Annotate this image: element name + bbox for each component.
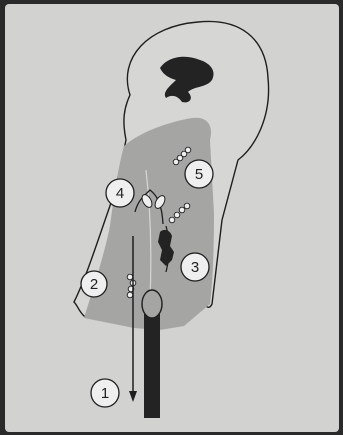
callout-5-label: 5	[195, 166, 203, 183]
callout-1: 1	[91, 379, 119, 407]
tube-cap	[142, 290, 162, 318]
callout-2: 2	[81, 271, 107, 297]
callout-3: 3	[181, 253, 209, 281]
callout-1-label: 1	[101, 385, 109, 402]
callout-4-label: 4	[116, 185, 124, 202]
callout-5: 5	[185, 160, 213, 188]
callout-4: 4	[106, 179, 134, 207]
callout-3-label: 3	[191, 259, 199, 276]
callout-2-label: 2	[90, 276, 98, 293]
